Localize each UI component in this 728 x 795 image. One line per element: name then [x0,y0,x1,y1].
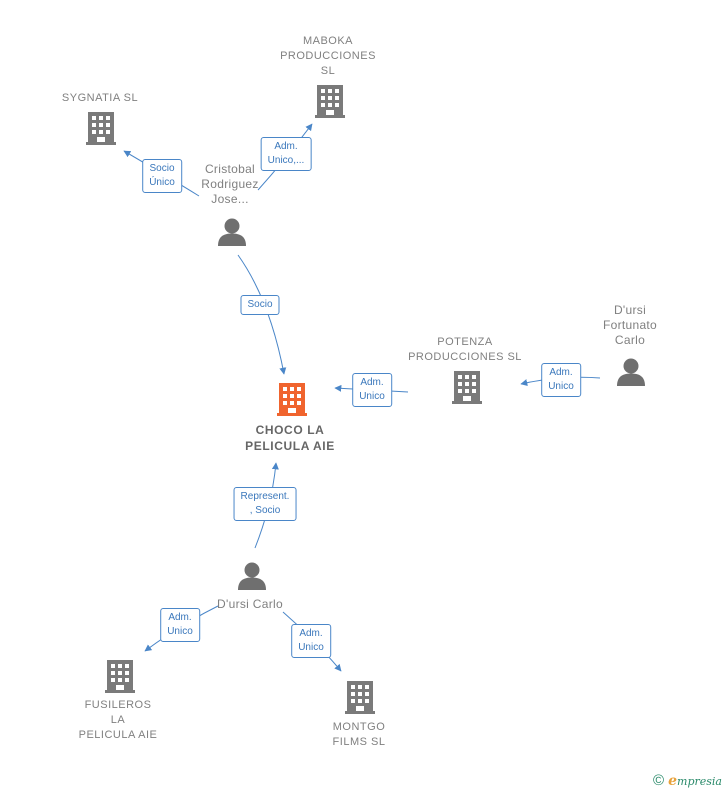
edge-label-carlo-montgo[interactable]: Adm. Unico [291,624,331,658]
building-icon-fusileros[interactable] [105,660,135,693]
node-label-cristobal[interactable]: Cristobal Rodriguez Jose... [201,162,259,206]
building-icon-montgo[interactable] [345,681,375,714]
node-label-fusileros[interactable]: FUSILEROS LA PELICULA AIE [78,699,158,741]
building-icon-potenza[interactable] [452,371,482,404]
node-label-maboka[interactable]: MABOKA PRODUCCIONES SL [280,35,376,77]
brand-logo[interactable]: empresia [668,772,722,789]
person-icon-dursi-carlo[interactable] [238,562,266,591]
node-label-potenza[interactable]: POTENZA PRODUCCIONES SL [408,336,522,363]
building-icon-maboka[interactable] [315,85,345,118]
node-label-dursi-fortunato[interactable]: D'ursi Fortunato Carlo [602,303,658,347]
person-icon-dursi-fortunato[interactable] [617,358,645,387]
footer-brand: © empresia [653,772,722,789]
person-icon-cristobal[interactable] [218,218,246,247]
copyright-icon: © [653,772,665,789]
edge-label-cristobal-sygnatia[interactable]: Socio Único [142,159,182,193]
node-label-dursi-carlo[interactable]: D'ursi Carlo [217,597,283,611]
node-label-choco-la-pelicula[interactable]: CHOCO LA PELICULA AIE [245,423,335,453]
edge-label-potenza-main[interactable]: Adm. Unico [352,373,392,407]
edge-label-carlo-fusileros[interactable]: Adm. Unico [160,608,200,642]
building-icon-choco-la-pelicula[interactable] [277,383,307,416]
node-label-montgo[interactable]: MONTGO FILMS SL [332,721,386,748]
edge-label-fortunato-potenza[interactable]: Adm. Unico [541,363,581,397]
building-icon-sygnatia[interactable] [86,112,116,145]
edge-label-cristobal-main[interactable]: Socio [240,295,280,315]
edge-label-cristobal-maboka[interactable]: Adm. Unico,... [260,137,312,171]
node-label-sygnatia[interactable]: SYGNATIA SL [61,92,139,104]
edge-label-carlo-main[interactable]: Represent. , Socio [233,487,297,521]
